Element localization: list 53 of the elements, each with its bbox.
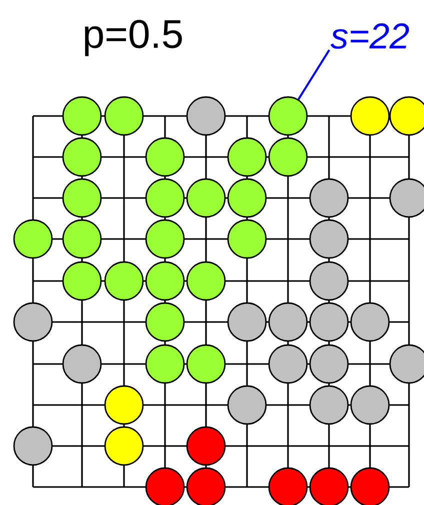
site-circle xyxy=(309,261,349,301)
site-circle xyxy=(227,385,267,425)
site-circle xyxy=(145,261,185,301)
site-circle xyxy=(104,96,144,136)
site-circle xyxy=(104,261,144,301)
site-circle xyxy=(186,178,226,218)
site-circle xyxy=(309,467,349,505)
site-circle xyxy=(268,467,308,505)
site-circle xyxy=(268,302,308,342)
site-circle xyxy=(145,344,185,384)
site-circle xyxy=(145,219,185,259)
site-circle xyxy=(62,344,102,384)
site-circle xyxy=(350,96,390,136)
site-circle xyxy=(309,178,349,218)
site-circle xyxy=(227,302,267,342)
site-circle xyxy=(268,96,308,136)
site-circle xyxy=(309,344,349,384)
site-circle xyxy=(13,219,53,259)
site-circle xyxy=(62,261,102,301)
site-circle xyxy=(13,302,53,342)
site-circle xyxy=(350,467,390,505)
site-circle xyxy=(186,467,226,505)
site-circle xyxy=(186,96,226,136)
site-circle xyxy=(389,344,424,384)
site-circle xyxy=(13,426,53,466)
site-circle xyxy=(145,302,185,342)
site-circle xyxy=(186,344,226,384)
site-circle xyxy=(350,385,390,425)
size-label: s=22 xyxy=(330,23,409,49)
site-circle xyxy=(62,96,102,136)
site-circle xyxy=(104,426,144,466)
site-circle xyxy=(309,219,349,259)
site-circle xyxy=(309,302,349,342)
title: p=0.5 xyxy=(84,20,182,56)
site-circle xyxy=(145,137,185,177)
site-circle xyxy=(268,344,308,384)
site-circle xyxy=(350,302,390,342)
site-circle xyxy=(186,426,226,466)
site-circle xyxy=(145,178,185,218)
site-circle xyxy=(309,385,349,425)
site-circle xyxy=(186,261,226,301)
site-circle xyxy=(389,178,424,218)
site-circle xyxy=(227,178,267,218)
site-circle xyxy=(104,385,144,425)
site-circle xyxy=(268,137,308,177)
leader-line xyxy=(298,49,330,100)
site-circle xyxy=(62,219,102,259)
site-circle xyxy=(145,467,185,505)
site-circle xyxy=(62,137,102,177)
site-circle xyxy=(62,178,102,218)
site-circle xyxy=(227,137,267,177)
site-circle xyxy=(389,96,424,136)
site-circle xyxy=(227,219,267,259)
